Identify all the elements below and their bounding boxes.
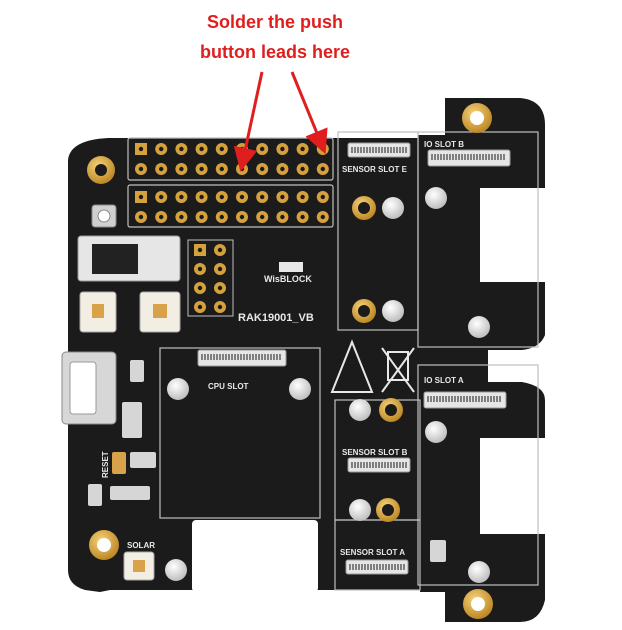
header-pin-hole <box>239 214 245 220</box>
header-pin-hole <box>199 194 204 200</box>
header-pin-hole <box>280 214 285 220</box>
io-slot-b-label: IO SLOT B <box>424 140 464 149</box>
mounting-holes <box>87 103 493 619</box>
header-pin-hole <box>300 146 305 152</box>
reset-label: RESET <box>101 451 110 478</box>
cpu-slot-label: CPU SLOT <box>208 382 249 391</box>
header-pin-hole <box>197 285 203 291</box>
header-pin-hole <box>197 247 203 253</box>
header-pin-hole <box>199 146 204 152</box>
header-pin-hole <box>197 304 203 310</box>
header-pin-hole <box>199 214 204 220</box>
header-pin-hole <box>217 266 223 272</box>
annotation-line-1: Solder the push <box>206 12 343 32</box>
io-a-outline <box>417 364 539 586</box>
sensor-a-outline <box>334 519 421 591</box>
sensor-slot-b-label: SENSOR SLOT B <box>342 448 408 457</box>
cutout-cpu <box>192 520 318 592</box>
header-pin-hole <box>320 146 325 152</box>
header-pin-hole <box>179 146 184 152</box>
header-pin-hole <box>179 194 184 200</box>
header-pin-hole <box>300 214 305 220</box>
sensor-slot-a-label: SENSOR SLOT A <box>340 548 405 557</box>
header-pin-hole <box>138 166 144 172</box>
header-outline-1 <box>127 137 334 181</box>
header-pin-hole <box>217 285 223 291</box>
header-pin-hole <box>179 214 184 220</box>
header-pin-hole <box>239 166 245 172</box>
header-pin-hole <box>300 166 305 172</box>
header-pin-hole <box>219 146 224 152</box>
wisblock-logo-block <box>279 262 303 272</box>
header-pin-hole <box>179 166 184 172</box>
header-pin-hole <box>159 146 164 152</box>
header-pin-hole <box>219 166 224 172</box>
solar-label: SOLAR <box>127 541 155 550</box>
cutout-top <box>480 188 546 282</box>
header-pin-hole <box>217 247 223 253</box>
header-pin-hole <box>260 146 265 152</box>
header-pin-hole <box>260 194 265 200</box>
annotation-line-2: button leads here <box>199 42 351 62</box>
sensor-slot-e-label: SENSOR SLOT E <box>342 165 408 174</box>
header-pin-hole <box>260 166 265 172</box>
smd-components <box>88 360 446 562</box>
header-pin-hole <box>280 166 285 172</box>
annotation-arrow-left <box>233 71 264 172</box>
cutout-bottom <box>480 438 546 534</box>
header-pin-hole <box>159 214 164 220</box>
header-pin-hole <box>280 146 285 152</box>
connectors <box>197 142 511 575</box>
esd-warning-symbol <box>330 339 374 393</box>
header-pin-hole <box>320 166 325 172</box>
header-pin-hole <box>260 214 265 220</box>
header-pin-hole <box>138 214 144 220</box>
pcb-board <box>68 98 545 622</box>
io-slot-a-label: IO SLOT A <box>424 376 464 385</box>
board-name-label: RAK19001_VB <box>238 312 314 324</box>
slide-switch-knob <box>92 244 138 274</box>
header-pin-hole <box>159 194 164 200</box>
header-pin-hole <box>320 214 325 220</box>
header-pin-hole <box>138 194 144 200</box>
header-pin-hole <box>280 194 285 200</box>
header-pin-hole <box>197 266 203 272</box>
header-pin-hole <box>138 146 144 152</box>
header-outline-2 <box>127 184 334 228</box>
wisblock-logo: WisBLOCK <box>264 274 312 284</box>
header-pin-hole <box>199 166 204 172</box>
header-pin-hole <box>320 194 325 200</box>
small-header-outline <box>187 239 234 317</box>
header-pin-hole <box>239 194 245 200</box>
standoff-pads <box>165 187 490 583</box>
header-pin-hole <box>300 194 305 200</box>
annotation-arrow-right <box>290 71 328 155</box>
cpu-outline <box>159 347 321 519</box>
recycle-bin-symbol <box>381 347 415 393</box>
header-pin-hole <box>219 214 224 220</box>
header-pin-hole <box>219 194 224 200</box>
header-pin-hole <box>217 304 223 310</box>
header-pin-hole <box>159 166 164 172</box>
